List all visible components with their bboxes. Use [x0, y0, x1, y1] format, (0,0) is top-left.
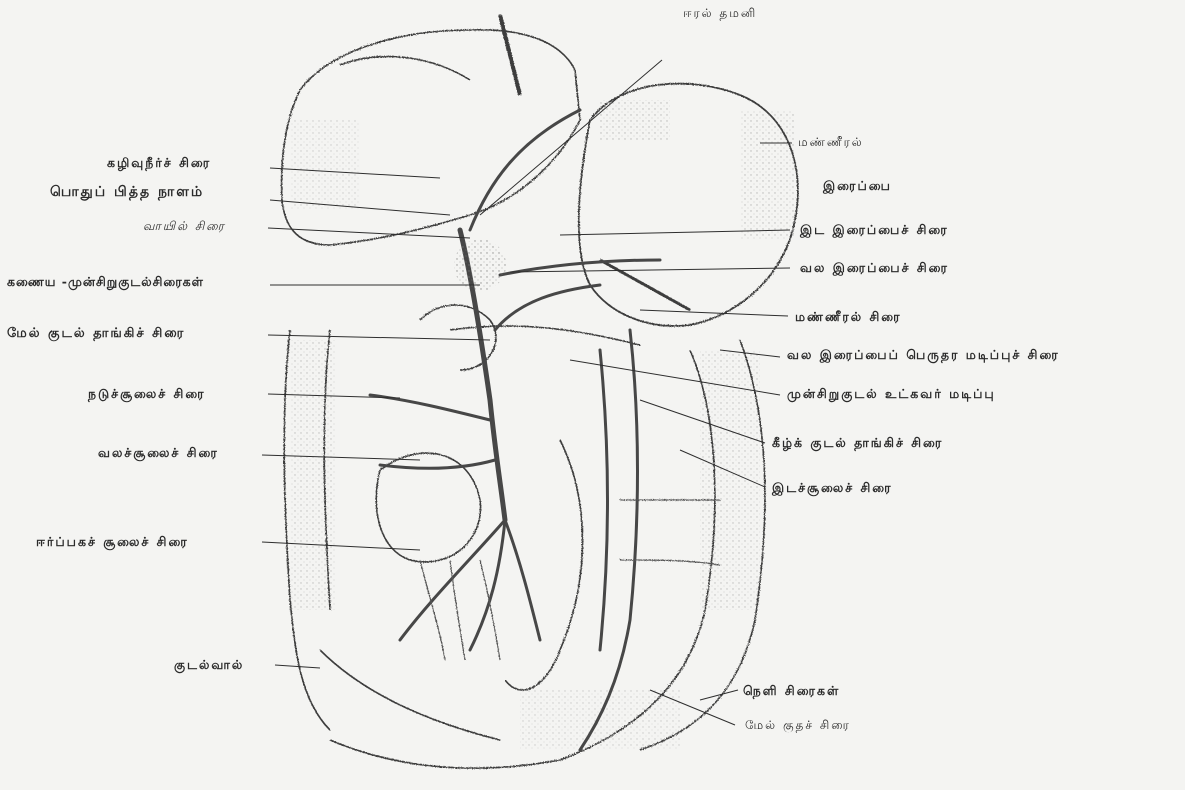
label-superior-mesenteric-vein: மேல் குடல் தாங்கிச் சிரை [7, 326, 185, 342]
portal-vein-tree [370, 110, 660, 750]
label-splenic-vein: மண்ணீரல் சிரை [795, 309, 902, 326]
label-cystic-vein: கழிவுநீர்ச் சிரை [107, 155, 211, 172]
label-sigmoid-veins: நெளி சிரைகள் [743, 683, 840, 700]
label-pancreaticoduodenal-veins: கணைய -முன்சிறுகுடல்சிரைகள் [7, 274, 204, 291]
label-left-colic-vein: இடச்சூலைச் சிரை [772, 480, 893, 497]
label-hepatic-artery: ஈரல் தமனி [683, 6, 757, 22]
label-spleen: மண்ணீரல் [798, 135, 864, 151]
label-right-colic-vein: வலச்சூலைச் சிரை [98, 445, 219, 462]
label-portal-vein: வாயில் சிரை [143, 219, 226, 235]
label-middle-colic-vein: நடுச்சூலைச் சிரை [88, 386, 206, 403]
label-inferior-mesenteric-vein: கீழ்க் குடல் தாங்கிச் சிரை [772, 435, 943, 452]
label-stomach: இரைப்பை [823, 178, 892, 195]
label-duodenojejunal-flexure: முன்சிறுகுடல் உட்கவர் மடிப்பு [787, 386, 996, 403]
label-right-gastroepiploic-vein: வல இரைப்பைப் பெருதர மடிப்புச் சிரை [787, 347, 1060, 364]
label-right-gastric-vein: வல இரைப்பைச் சிரை [800, 260, 949, 277]
label-common-bile-duct: பொதுப் பித்த நாளம் [50, 184, 204, 202]
label-left-gastric-vein: இட இரைப்பைச் சிரை [800, 222, 949, 239]
label-appendix: குடல்வால் [174, 657, 244, 674]
label-superior-rectal-vein: மேல் குதச் சிரை [745, 718, 851, 734]
label-ileocolic-vein: ஈர்ப்பகச் சூலைச் சிரை [36, 534, 189, 551]
